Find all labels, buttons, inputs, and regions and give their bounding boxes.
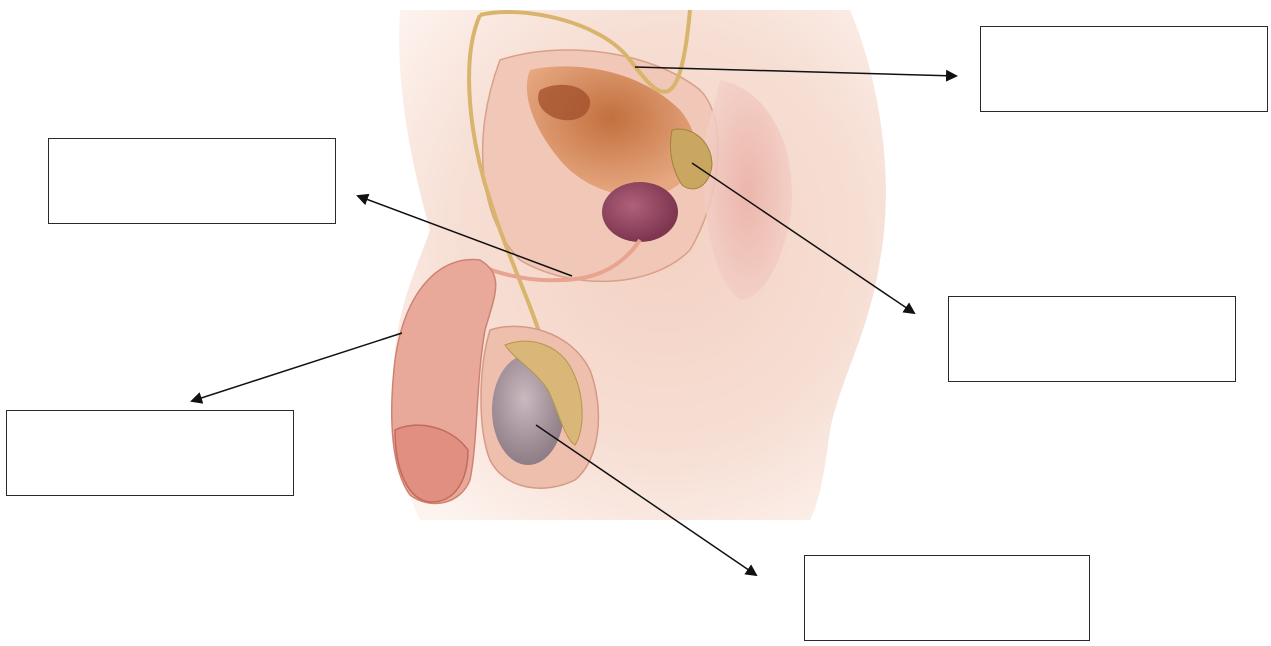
- label-box-mid-right[interactable]: [948, 296, 1236, 382]
- label-box-lower-left[interactable]: [6, 410, 294, 496]
- prostate: [602, 182, 678, 242]
- arrow-to-lower-left: [192, 333, 402, 401]
- label-box-bottom[interactable]: [804, 555, 1090, 641]
- label-box-upper-left[interactable]: [48, 138, 336, 224]
- label-box-top-right[interactable]: [980, 26, 1268, 112]
